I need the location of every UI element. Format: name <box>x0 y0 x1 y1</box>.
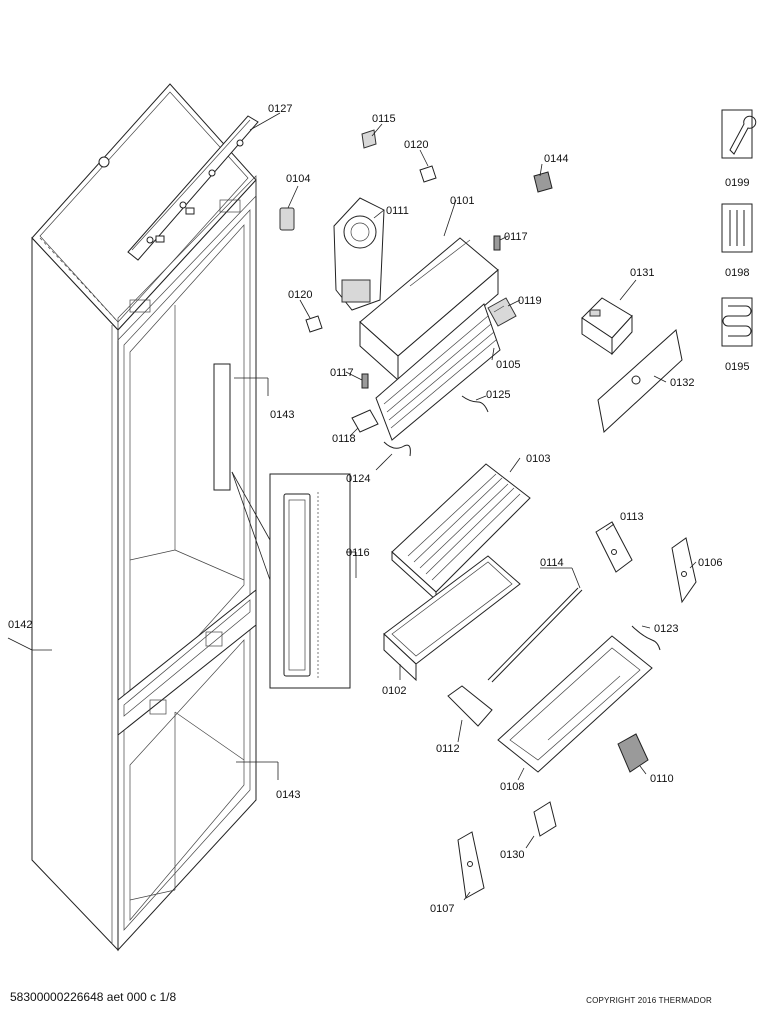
evaporator-coil-part <box>375 303 501 441</box>
drain-grille-part <box>391 463 531 602</box>
small-clip-part <box>361 235 501 389</box>
clip-bracket-part <box>533 801 557 837</box>
sensor-wire-part <box>631 625 661 651</box>
label-0117-top: 0117 <box>504 231 528 243</box>
control-panel-part <box>597 329 683 433</box>
heater-rod-part <box>487 587 583 683</box>
label-0114: 0114 <box>540 557 564 569</box>
label-0124: 0124 <box>346 473 370 485</box>
part-labels: 0127 0115 0120 0144 0104 0111 0101 0117 … <box>8 103 722 915</box>
label-0132: 0132 <box>670 377 694 389</box>
control-module-part <box>581 297 633 356</box>
label-0142: 0142 <box>8 619 32 631</box>
bracket-part <box>595 521 633 573</box>
label-0125: 0125 <box>486 389 510 401</box>
label-0143-lower: 0143 <box>276 789 300 801</box>
label-0111: 0111 <box>386 205 409 217</box>
label-0107: 0107 <box>430 903 454 915</box>
label-0120-left: 0120 <box>288 289 312 301</box>
label-0110: 0110 <box>650 773 674 785</box>
copyright-notice: COPYRIGHT 2016 THERMADOR <box>586 996 712 1005</box>
label-0123: 0123 <box>654 623 678 635</box>
legend-label-0195: 0195 <box>725 361 749 373</box>
label-0144: 0144 <box>544 153 568 165</box>
label-0105: 0105 <box>496 359 520 371</box>
screws-icon <box>721 203 753 253</box>
legend-labels: 0199 0198 0195 <box>725 177 749 373</box>
label-0104: 0104 <box>286 173 310 185</box>
sensor-part <box>279 207 295 231</box>
drain-part <box>351 409 379 433</box>
label-0115: 0115 <box>372 113 396 125</box>
hinge-bar-part <box>127 115 259 261</box>
label-0116: 0116 <box>346 547 370 559</box>
label-0143-upper: 0143 <box>270 409 294 421</box>
bracket-clip-part <box>305 165 437 333</box>
gasket-box <box>231 471 351 689</box>
foam-block-part <box>487 297 517 327</box>
label-0113: 0113 <box>620 511 644 523</box>
channel-part <box>497 635 653 773</box>
label-0112: 0112 <box>436 743 460 755</box>
label-0103: 0103 <box>526 453 550 465</box>
cover-cap-part <box>617 733 649 773</box>
label-0106: 0106 <box>698 557 722 569</box>
label-0101: 0101 <box>450 195 474 207</box>
clip-part <box>361 129 377 149</box>
label-0130: 0130 <box>500 849 524 861</box>
label-0108: 0108 <box>500 781 524 793</box>
refrigerator-cabinet <box>31 83 257 952</box>
label-0127: 0127 <box>268 103 292 115</box>
document-id: 58300000226648 aet 000 c 1/8 <box>10 990 177 1004</box>
label-0102: 0102 <box>382 685 406 697</box>
label-0118: 0118 <box>332 433 356 445</box>
legend-label-0199: 0199 <box>725 177 749 189</box>
wire-part <box>383 395 489 457</box>
legend-label-0198: 0198 <box>725 267 749 279</box>
mounting-bracket-part <box>447 685 493 727</box>
drip-tray-part <box>383 555 521 682</box>
label-0117-left: 0117 <box>330 367 354 379</box>
label-0119: 0119 <box>518 295 542 307</box>
side-panel-upper <box>213 363 231 491</box>
hinge-part <box>671 537 697 604</box>
refrigerant-coil-icon <box>721 297 753 347</box>
fan-motor-part <box>333 197 385 311</box>
evaporator-cover-part <box>359 237 499 382</box>
leader-lines <box>7 112 697 901</box>
label-0131: 0131 <box>630 267 654 279</box>
label-0120-top: 0120 <box>404 139 428 151</box>
foot-bracket-part <box>457 831 485 899</box>
wrench-icon <box>721 109 757 159</box>
connector-part <box>533 171 553 193</box>
